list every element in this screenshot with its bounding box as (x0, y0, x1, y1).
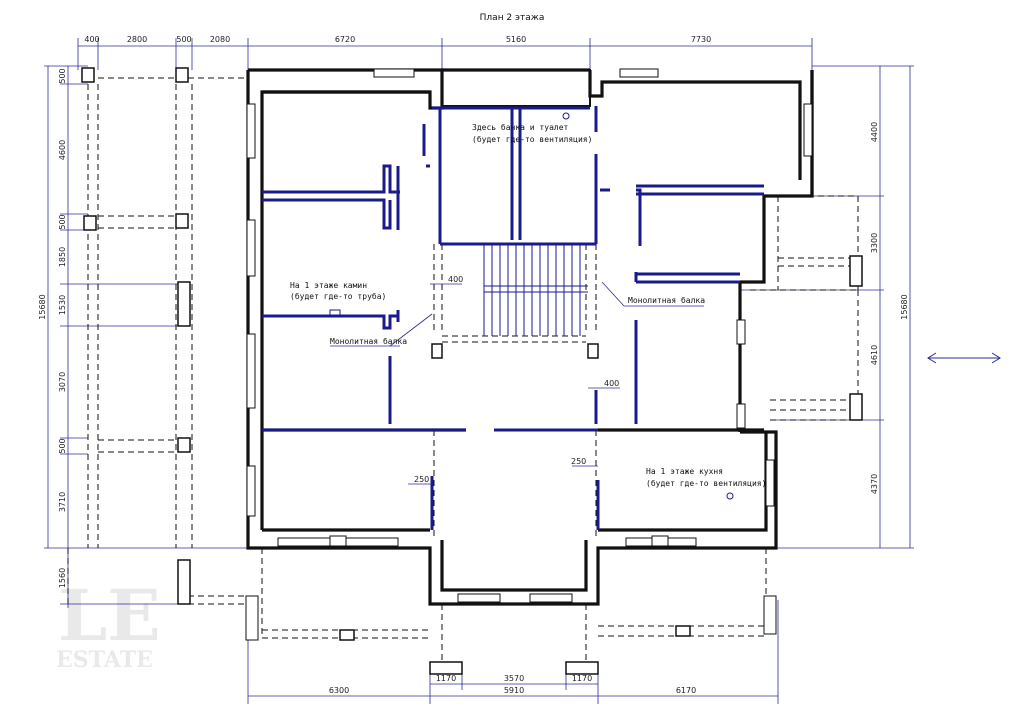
watermark: LE ESTATE (56, 574, 161, 673)
watermark-text: ESTATE (56, 647, 153, 673)
dim-bottom-5: 5910 (504, 686, 524, 695)
dim-bottom-6: 6170 (676, 686, 696, 695)
windows (245, 68, 813, 641)
dimension-labels-inner: 400 400 250 250 (414, 275, 619, 484)
dim-left-6: 3070 (58, 372, 67, 392)
note-bathroom-line2: (будет где-то вентиляция) (472, 134, 592, 144)
note-bathroom-line1: Здесь банка и туалет (472, 122, 569, 132)
dim-top-2: 2800 (127, 35, 147, 44)
ventilation-marker-kitchen (726, 492, 734, 500)
dim-right-2: 3300 (870, 233, 879, 253)
chimney-marker (329, 309, 341, 317)
dim-inner-2: 400 (604, 379, 619, 388)
dim-top-1: 400 (84, 35, 99, 44)
dim-left-7: 500 (58, 438, 67, 453)
staircase (483, 244, 588, 336)
interior-walls (262, 106, 764, 530)
ventilation-marker-bathroom (562, 112, 570, 120)
dim-left-8: 3710 (58, 492, 67, 512)
dim-left-1: 500 (58, 68, 67, 83)
note-fireplace-line2: (будет где-то труба) (290, 291, 386, 301)
dimension-labels-bottom: 6300 1170 3570 1170 5910 6170 (329, 674, 696, 695)
plan-title: План 2 этажа (480, 13, 545, 23)
dim-bottom-1: 6300 (329, 686, 349, 695)
dim-top-7: 7730 (691, 35, 711, 44)
dim-inner-4: 250 (571, 457, 586, 466)
dim-top-3: 500 (176, 35, 191, 44)
dim-top-6: 5160 (506, 35, 526, 44)
dim-top-5: 6720 (335, 35, 355, 44)
dim-bottom-2: 1170 (436, 674, 456, 683)
note-beam-left: Монолитная балка (330, 336, 407, 346)
stair-hall-block (441, 69, 591, 107)
dim-left-9: 1560 (58, 568, 67, 588)
dim-left-4: 1850 (58, 247, 67, 267)
watermark-logo: LE (58, 574, 161, 657)
dimension-labels-right: 4400 3300 4610 4370 15680 (870, 122, 909, 494)
dim-left-total: 15680 (38, 294, 47, 319)
note-fireplace-line1: На 1 этаже камин (290, 281, 367, 290)
vent-markers (329, 112, 734, 500)
note-kitchen-line1: На 1 этаже кухня (646, 467, 723, 476)
dim-top-4: 2080 (210, 35, 230, 44)
dim-bottom-3: 3570 (504, 674, 524, 683)
note-beam-right: Монолитная балка (628, 295, 705, 305)
dimension-labels-left: 500 4600 500 1850 1530 3070 500 3710 156… (38, 68, 67, 588)
terrace-outlines (67, 77, 859, 662)
columns (81, 67, 863, 675)
dim-left-2: 4600 (58, 140, 67, 160)
dim-left-3: 500 (58, 214, 67, 229)
dim-right-3: 4610 (870, 345, 879, 365)
dim-bottom-4: 1170 (572, 674, 592, 683)
dimension-labels-top: 400 2800 500 2080 6720 5160 7730 (84, 35, 711, 44)
note-kitchen-line2: (будет где-то вентиляция) (646, 478, 766, 488)
dim-right-4: 4370 (870, 474, 879, 494)
dim-right-total: 15680 (900, 294, 909, 319)
dim-inner-3: 250 (414, 475, 429, 484)
double-arrow-icon (927, 352, 1001, 364)
dim-left-5: 1530 (58, 295, 67, 315)
dim-right-1: 4400 (870, 122, 879, 142)
dim-inner-1: 400 (448, 275, 463, 284)
